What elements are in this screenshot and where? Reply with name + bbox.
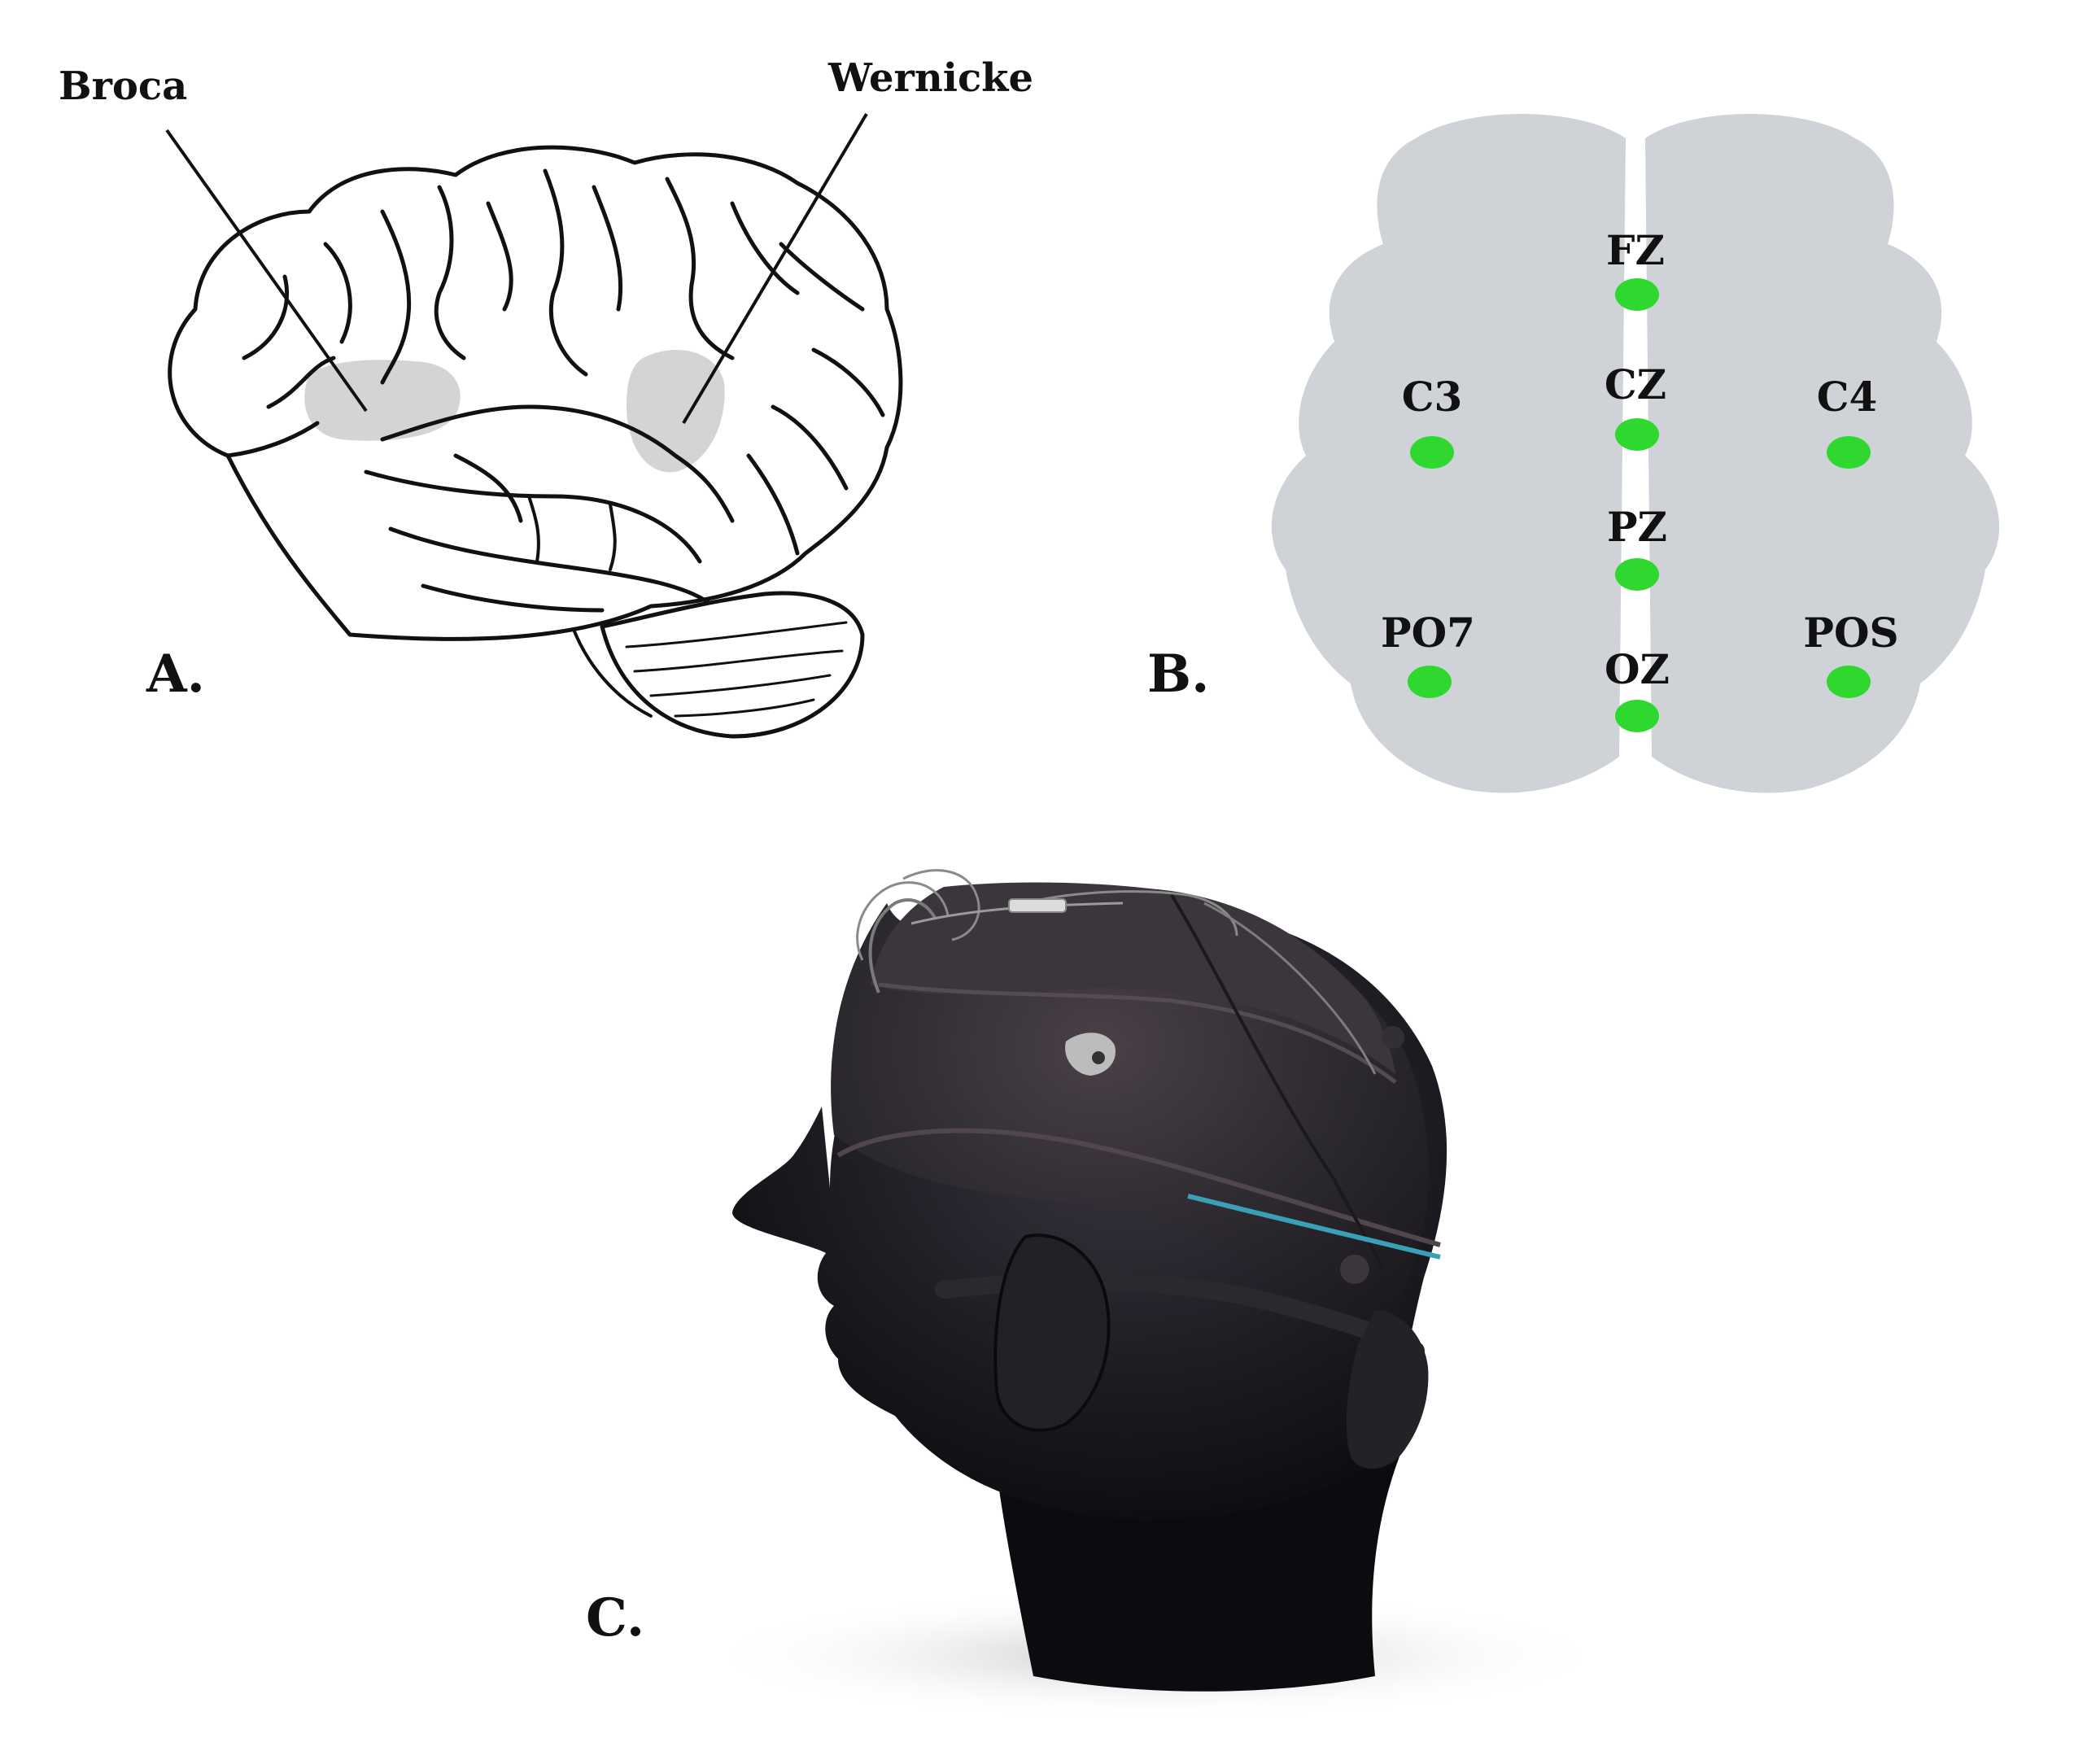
electrode-oz: OZ (1605, 645, 1670, 732)
wernicke-leader-line (682, 112, 868, 425)
electrode-dot (1615, 700, 1659, 732)
panel-c-letter: C. (586, 1587, 644, 1648)
electrode-pz: PZ (1607, 503, 1667, 591)
electrode-dot (1410, 436, 1454, 469)
electrode-pos: POS (1803, 609, 1899, 698)
electrode-label: CZ (1605, 360, 1666, 408)
brain-side-view-icon (168, 145, 903, 739)
electrode-fz: FZ (1606, 226, 1665, 311)
electrode-dot (1615, 558, 1659, 591)
eeg-cap-mannequin-icon (732, 869, 1447, 1692)
electrode-c3: C3 (1402, 373, 1463, 469)
electrode-label: PO7 (1381, 609, 1475, 657)
electrode-c4: C4 (1817, 373, 1878, 469)
electrode-dot (1615, 278, 1659, 311)
broca-leader-line (165, 129, 368, 413)
panel-a: Broca Wernicke A. (59, 55, 1033, 739)
electrode-label: FZ (1606, 226, 1665, 274)
panel-a-letter: A. (146, 644, 205, 705)
electrode-label: C4 (1817, 373, 1878, 421)
electrode-label: POS (1803, 609, 1898, 657)
electrode-label: C3 (1402, 373, 1463, 421)
electrode-dot (1827, 436, 1871, 469)
panel-b: FZ C3 CZ C4 PZ PO7 (1147, 114, 2000, 793)
electrode-label: PZ (1607, 503, 1667, 551)
panel-b-letter: B. (1147, 644, 1209, 705)
electrode-po7: PO7 (1381, 609, 1475, 698)
electrode-dot (1827, 666, 1871, 698)
electrode-map: FZ C3 CZ C4 PZ PO7 (1381, 226, 1899, 732)
wernicke-label: Wernicke (827, 55, 1033, 101)
electrode-dot (1615, 418, 1659, 451)
electrode-dot (1408, 666, 1452, 698)
broca-label: Broca (59, 63, 187, 109)
electrode-label: OZ (1605, 645, 1670, 693)
electrode-cz: CZ (1605, 360, 1666, 451)
panel-c: C. (586, 869, 1611, 1721)
